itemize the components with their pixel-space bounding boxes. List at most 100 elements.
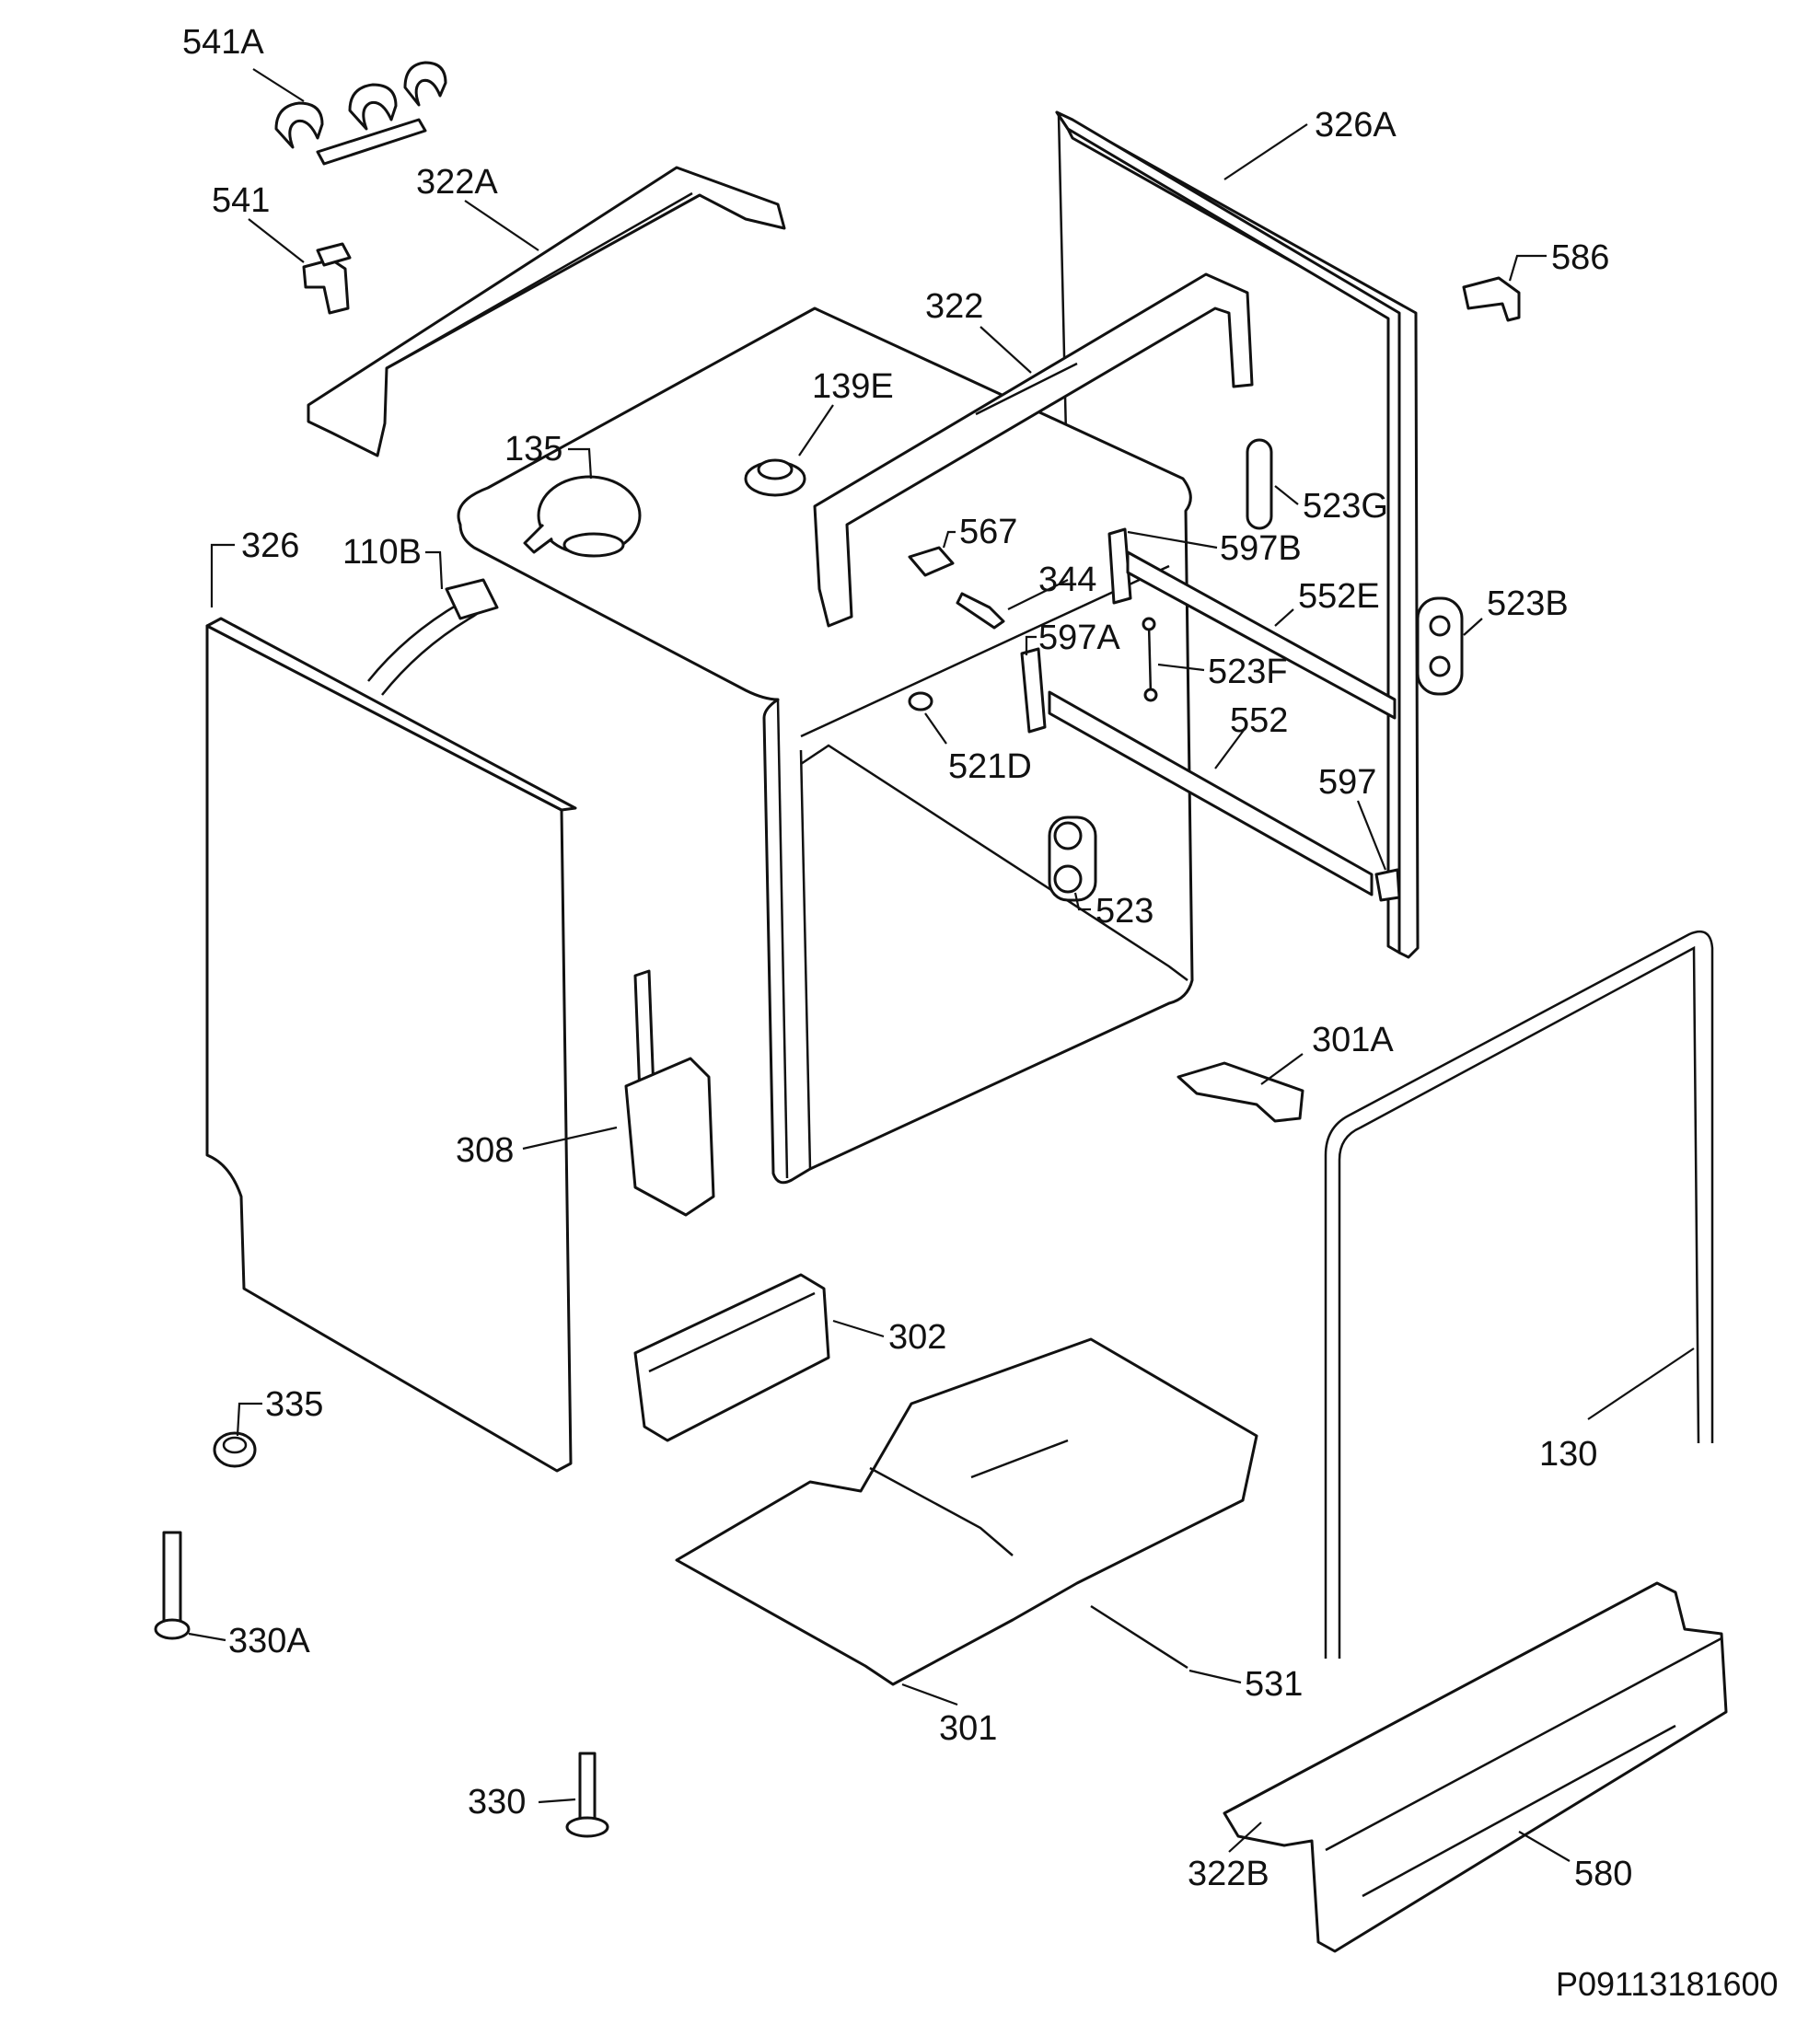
leader-330A: [188, 1632, 226, 1642]
callout-523: 523: [1095, 892, 1153, 931]
callout-302: 302: [888, 1318, 946, 1357]
callout-552E: 552E: [1298, 577, 1380, 616]
leader-326: [210, 543, 235, 607]
leader-586: [1508, 254, 1547, 282]
callout-330: 330: [468, 1783, 526, 1822]
leader-541A: [252, 68, 305, 102]
part-110B-hose: [367, 578, 499, 696]
leader-552: [1214, 728, 1246, 769]
callout-597B: 597B: [1220, 529, 1302, 568]
part-597B-guide: [1107, 527, 1132, 605]
leader-541: [248, 218, 305, 263]
part-597-guide: [1374, 868, 1401, 902]
leader-597A: [1025, 635, 1037, 655]
callout-326A: 326A: [1315, 106, 1397, 145]
callout-597: 597: [1318, 763, 1376, 802]
callout-326: 326: [241, 526, 299, 565]
callout-597A: 597A: [1038, 619, 1120, 657]
part-521D-plug: [908, 691, 933, 711]
part-322-top-frame: [813, 272, 1254, 628]
part-586-bracket: [1462, 276, 1521, 322]
callout-308: 308: [456, 1131, 514, 1170]
drawing-number: P09113181600: [1556, 1965, 1779, 2003]
part-302-bracket: [633, 1273, 830, 1442]
leader-302: [832, 1319, 885, 1338]
leader-344: [1007, 579, 1069, 610]
leader-523F: [1157, 663, 1205, 672]
callout-130: 130: [1539, 1435, 1597, 1474]
part-523-connector: [1048, 815, 1097, 902]
part-139E-cap: [744, 458, 806, 497]
leader-523G: [1274, 485, 1299, 505]
leader-521D: [924, 712, 947, 745]
callout-344: 344: [1038, 561, 1096, 599]
callout-541A: 541A: [182, 23, 264, 62]
leader-110B: [425, 550, 444, 590]
leader-523B: [1463, 618, 1483, 636]
callout-523B: 523B: [1487, 584, 1569, 623]
callout-301: 301: [939, 1709, 997, 1748]
part-335-nut: [213, 1431, 257, 1468]
part-552E-rail: [1126, 550, 1397, 720]
leader-330: [538, 1798, 576, 1804]
part-523G-grommet: [1246, 438, 1273, 530]
leader-335: [236, 1402, 262, 1437]
leader-322A: [464, 200, 539, 251]
leader-326A: [1223, 123, 1308, 180]
callout-322A: 322A: [416, 163, 498, 202]
leader-531: [1188, 1669, 1242, 1684]
callout-335: 335: [265, 1385, 323, 1424]
part-322B-580-bottom-rails: [1223, 1581, 1728, 1953]
callout-521D: 521D: [948, 747, 1032, 786]
part-597A-guide: [1020, 647, 1047, 734]
part-326-side-panel-left: [205, 617, 577, 1473]
part-523B-grommet: [1416, 596, 1464, 696]
callout-586: 586: [1551, 238, 1609, 277]
callout-330A: 330A: [228, 1622, 310, 1660]
callout-135: 135: [504, 430, 562, 468]
part-tub-body: [457, 306, 1194, 1185]
callout-567: 567: [959, 513, 1017, 551]
part-308-door-hinge: [624, 969, 715, 1217]
part-567-clip: [908, 546, 955, 577]
leader-308: [522, 1126, 618, 1151]
callout-523F: 523F: [1208, 653, 1288, 691]
part-531-rod: [1090, 1604, 1188, 1670]
part-552-rail: [1048, 690, 1374, 896]
part-541A-hose-clip: [274, 61, 447, 166]
leader-597B: [1127, 530, 1218, 549]
part-135-salt-container: [523, 475, 642, 558]
part-330A-screw: [154, 1531, 191, 1640]
leader-130: [1587, 1347, 1695, 1420]
part-301-base: [675, 1337, 1258, 1686]
callout-139E: 139E: [812, 367, 894, 406]
part-344-clip: [956, 592, 1005, 630]
leader-139E: [798, 404, 834, 457]
part-330-screw: [565, 1752, 609, 1838]
leader-322: [980, 326, 1032, 374]
callout-301A: 301A: [1312, 1021, 1394, 1059]
leader-523: [1073, 892, 1091, 911]
callout-322B: 322B: [1188, 1855, 1269, 1893]
leader-301: [901, 1683, 958, 1706]
callout-580: 580: [1574, 1855, 1632, 1893]
leader-580: [1518, 1831, 1571, 1862]
leader-322B: [1228, 1822, 1262, 1853]
part-523F-rod: [1142, 617, 1158, 702]
part-130-door-seal: [1324, 930, 1714, 1659]
callout-523G: 523G: [1303, 487, 1388, 526]
callout-110B: 110B: [342, 533, 422, 572]
callout-531: 531: [1245, 1665, 1303, 1704]
leader-567: [942, 530, 956, 549]
leader-135: [568, 447, 593, 480]
part-322A-top-rail: [307, 166, 786, 457]
part-301A-clip: [1177, 1061, 1304, 1123]
callout-322: 322: [925, 287, 983, 326]
leader-597: [1356, 800, 1387, 871]
leader-301A: [1260, 1053, 1304, 1085]
part-541-bracket: [302, 242, 352, 315]
callout-541: 541: [212, 181, 270, 220]
leader-552E: [1274, 608, 1294, 627]
callout-552: 552: [1230, 701, 1288, 740]
